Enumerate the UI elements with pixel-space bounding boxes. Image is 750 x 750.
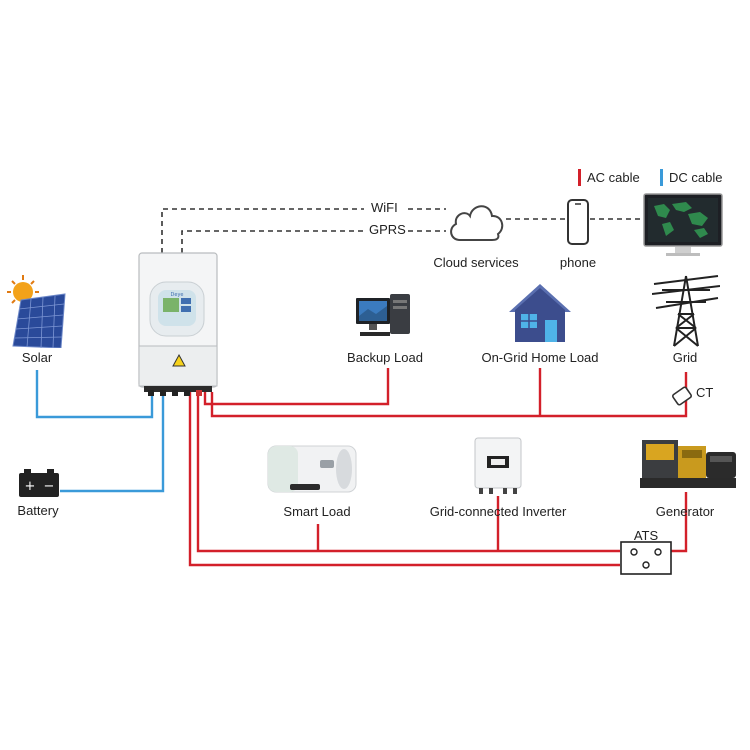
battery-icon: + − <box>19 469 59 497</box>
smart-load-label: Smart Load <box>283 504 351 519</box>
home-load-label: On-Grid Home Load <box>481 350 599 365</box>
generator-label: Generator <box>655 504 715 519</box>
battery-label: Battery <box>17 503 59 518</box>
transfer-switch-icon <box>620 541 672 575</box>
svg-text:−: − <box>44 479 55 494</box>
string-inverter-icon <box>474 437 522 494</box>
ct-label: CT <box>696 385 714 400</box>
house-icon <box>509 284 571 342</box>
wifi-label: WiFI <box>371 200 398 215</box>
desktop-computer-icon <box>356 294 410 336</box>
smartphone-icon <box>567 199 589 245</box>
gprs-line <box>181 230 364 253</box>
generator-ats-cable <box>670 492 688 553</box>
monitor-icon <box>643 193 723 256</box>
grid-label: Grid <box>672 350 698 365</box>
battery-dc-cable <box>60 392 165 493</box>
solar-label: Solar <box>21 350 53 365</box>
backup-load-label: Backup Load <box>347 350 423 365</box>
dc-cables <box>35 370 165 493</box>
dc-cable-legend-label: DC cable <box>669 170 723 185</box>
ac-cables <box>188 368 688 567</box>
grid-inverter-label: Grid-connected Inverter <box>429 504 567 519</box>
comm-lines <box>161 208 642 253</box>
transmission-tower-icon <box>652 275 720 347</box>
cloud-icon <box>450 205 504 241</box>
phone-label: phone <box>559 255 597 270</box>
cloud-services-label: Cloud services <box>433 255 519 270</box>
svg-text:Deye: Deye <box>171 292 184 298</box>
dc-cable-legend-mark <box>660 169 663 186</box>
ac-cable-legend-mark <box>578 169 581 186</box>
generator-port-cable <box>196 392 620 553</box>
svg-text:+: + <box>25 479 36 494</box>
hybrid-inverter-icon: Deye <box>138 252 218 396</box>
generator-icon <box>640 440 736 488</box>
gprs-label: GPRS <box>369 222 406 237</box>
ats-label: ATS <box>633 528 659 543</box>
ct-clamp-icon <box>671 386 693 406</box>
grid-bus-cable <box>210 372 688 418</box>
backup-load-cable <box>203 368 390 406</box>
solar-dc-cable <box>35 370 154 419</box>
ats-cable <box>188 392 620 567</box>
ac-cable-legend-label: AC cable <box>587 170 640 185</box>
water-heater-icon <box>267 445 357 493</box>
solar-panel-icon <box>7 275 66 348</box>
